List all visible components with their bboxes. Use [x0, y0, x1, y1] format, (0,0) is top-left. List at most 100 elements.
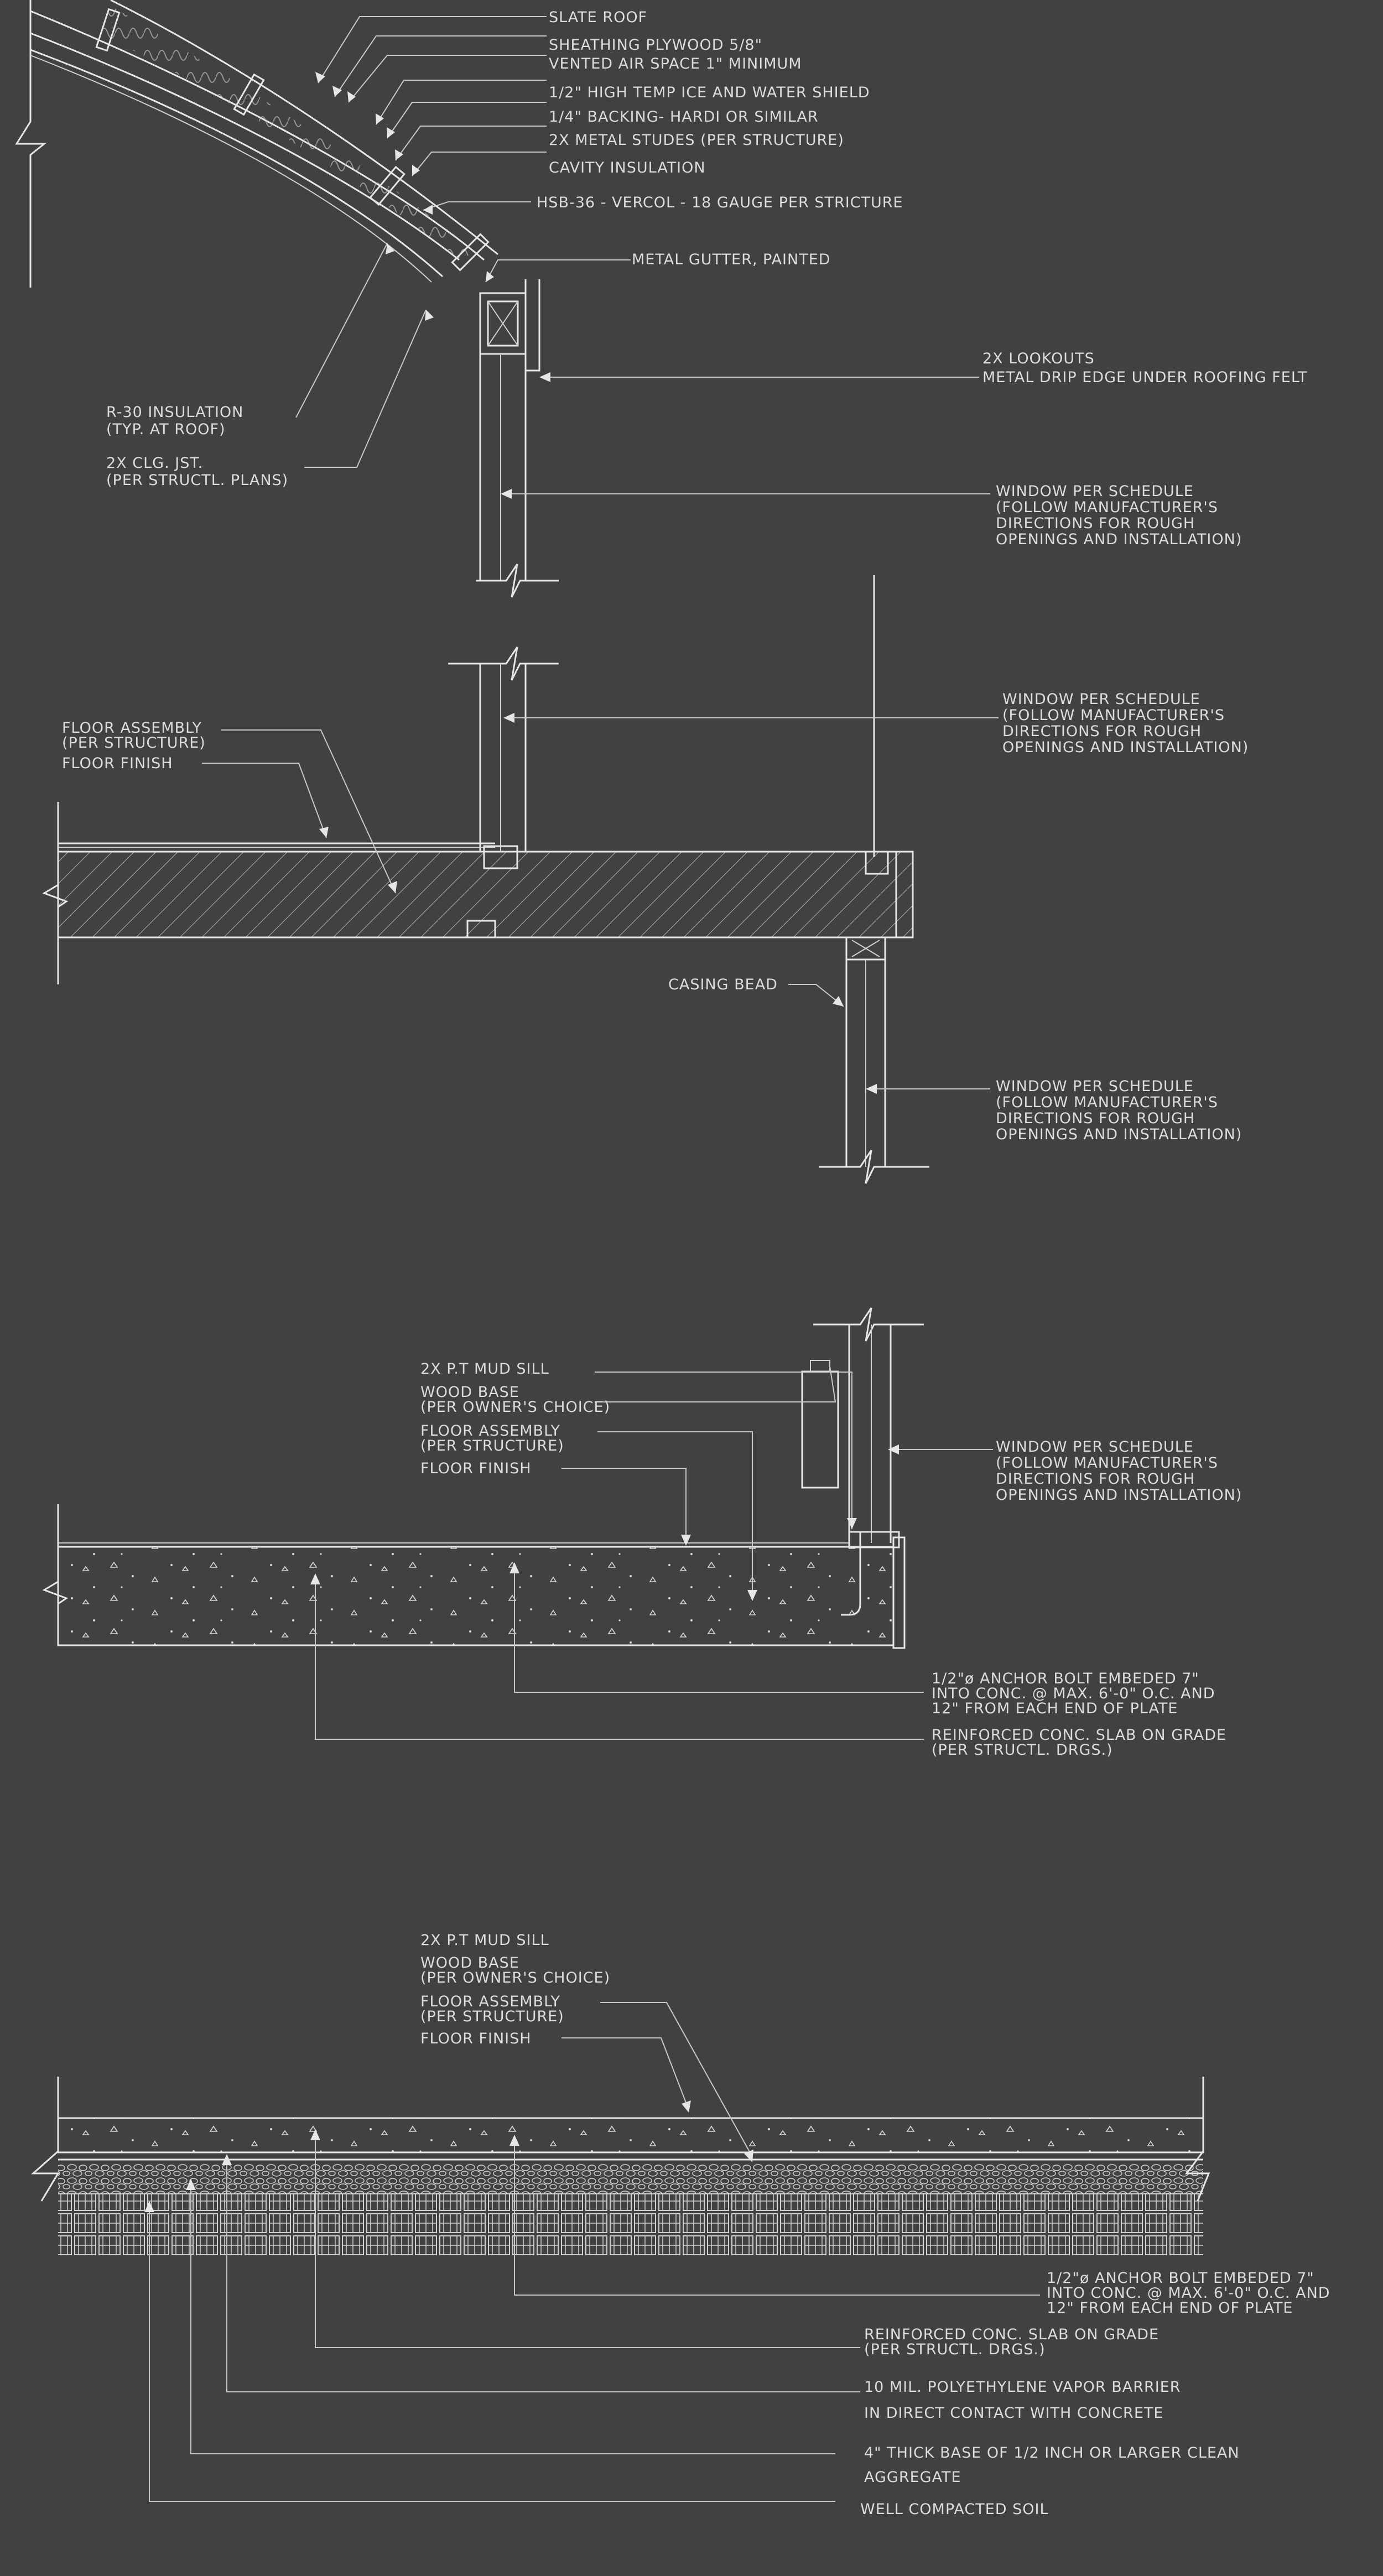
metal-stud-2 [233, 73, 265, 116]
roof-eave-detail [15, 0, 559, 598]
grade-slab-outline [57, 2117, 1204, 2153]
label-grade-anchor-2: INTO CONC. @ MAX. 6'-0" O.C. AND [1047, 2285, 1330, 2302]
label-anchor-2: INTO CONC. @ MAX. 6'-0" O.C. AND [932, 1685, 1215, 1702]
label-slab-wall-finish: FLOOR FINISH [420, 1460, 532, 1477]
left-wall-line [15, 0, 47, 288]
label-window-slab-1: WINDOW PER SCHEDULE [996, 1438, 1194, 1456]
metal-stud-1 [95, 8, 121, 52]
metal-stud-3 [369, 165, 405, 206]
label-grade-slab-2: (PER STRUCTL. DRGS.) [864, 2341, 1046, 2358]
label-base-2: AGGREGATE [864, 2469, 961, 2486]
label-clg-jst-line2: (PER STRUCTL. PLANS) [106, 472, 288, 489]
floor-blocking-bottom [466, 920, 496, 938]
grade-left-break [31, 2150, 60, 2202]
grade-compacted-soil [58, 2194, 1203, 2256]
leader-lines [144, 16, 1040, 2502]
grade-slab-concrete [58, 2118, 1203, 2152]
label-grade-anchor-1: 1/2"ø ANCHOR BOLT EMBEDED 7" [1047, 2270, 1314, 2287]
label-grade-finish: FLOOR FINISH [420, 2030, 532, 2047]
label-wood-base-2: (PER OWNER'S CHOICE) [420, 1399, 610, 1416]
label-window-slab-4: OPENINGS AND INSTALLATION) [996, 1487, 1242, 1504]
wood-base-trim [801, 1370, 839, 1489]
label-r30-line2: (TYP. AT ROOF) [106, 421, 226, 438]
label-clg-jst-line1: 2X CLG. JST. [106, 455, 203, 472]
grade-gravel-base [58, 2163, 1203, 2194]
label-vapor-1: 10 MIL. POLYETHYLENE VAPOR BARRIER [864, 2379, 1181, 2396]
label-cavity-insulation: CAVITY INSULATION [549, 159, 706, 176]
label-sheathing: SHEATHING PLYWOOD 5/8" [549, 36, 762, 54]
slab-edge-trim [892, 1536, 906, 1649]
anchor-bolt [841, 1532, 861, 1616]
label-vented-air: VENTED AIR SPACE 1" MINIMUM [549, 55, 802, 72]
label-window-roof-3: DIRECTIONS FOR ROUGH [996, 515, 1195, 532]
metal-gutter [524, 279, 540, 372]
slab-grade-detail [31, 2077, 1210, 2256]
lower-header-x2 [851, 940, 880, 957]
label-grade-wood-base-1: WOOD BASE [420, 1954, 519, 1972]
label-ice-water-shield: 1/2" HIGH TEMP ICE AND WATER SHIELD [549, 84, 870, 101]
slab-grade-labels: 2X P.T MUD SILL WOOD BASE (PER OWNER'S C… [420, 1932, 1330, 2518]
label-floor-finish: FLOOR FINISH [62, 755, 173, 772]
roof-curve-ceiling [30, 55, 432, 283]
label-anchor-3: 12" FROM EACH END OF PLATE [932, 1700, 1178, 1717]
label-grade-anchor-3: 12" FROM EACH END OF PLATE [1047, 2299, 1293, 2317]
eave-block-inner [487, 300, 519, 347]
lower-wall-break [819, 1150, 929, 1184]
label-window-floor-up-4: OPENINGS AND INSTALLATION) [1002, 739, 1249, 756]
label-gutter: METAL GUTTER, PAINTED [632, 251, 831, 268]
label-r30-line1: R-30 INSULATION [106, 404, 243, 421]
label-grade-assembly-1: FLOOR ASSEMBLY [420, 1993, 560, 2010]
floor-blocking-top [483, 845, 518, 869]
label-floor-assembly-1: FLOOR ASSEMBLY [62, 719, 202, 737]
grade-right-break [1185, 2151, 1210, 2202]
label-lookouts: 2X LOOKOUTS [982, 350, 1095, 367]
roof-insulation-band [100, 6, 476, 260]
label-window-roof-4: OPENINGS AND INSTALLATION) [996, 531, 1242, 548]
label-grade-mud-sill: 2X P.T MUD SILL [420, 1932, 549, 1949]
label-window-floor-up-2: (FOLLOW MANUFACTURER'S [1002, 707, 1225, 724]
rim-board [895, 851, 914, 938]
label-slab-2: (PER STRUCTL. DRGS.) [932, 1741, 1113, 1759]
label-window-floor-lo-1: WINDOW PER SCHEDULE [996, 1078, 1194, 1095]
slab-wall-labels: 2X P.T MUD SILL WOOD BASE (PER OWNER'S C… [420, 1360, 1242, 1759]
label-base-1: 4" THICK BASE OF 1/2 INCH OR LARGER CLEA… [864, 2444, 1240, 2462]
label-slate-roof: SLATE ROOF [549, 9, 647, 26]
label-metal-studs: 2X METAL STUDES (PER STRUCTURE) [549, 132, 844, 149]
label-grade-slab-1: REINFORCED CONC. SLAB ON GRADE [864, 2326, 1159, 2343]
floor-window-detail [42, 575, 929, 1184]
label-soil: WELL COMPACTED SOIL [860, 2501, 1049, 2518]
label-window-floor-lo-4: OPENINGS AND INSTALLATION) [996, 1126, 1242, 1143]
label-window-roof-2: (FOLLOW MANUFACTURER'S [996, 499, 1218, 516]
label-hsb: HSB-36 - VERCOL - 18 GAUGE PER STRICTURE [537, 194, 903, 211]
label-wood-base-1: WOOD BASE [420, 1384, 519, 1401]
upper-wall-break [476, 564, 559, 598]
slab-wall-break-top [813, 1307, 924, 1342]
label-slab-wall-assembly-1: FLOOR ASSEMBLY [420, 1422, 560, 1440]
label-grade-wood-base-2: (PER OWNER'S CHOICE) [420, 1969, 610, 1986]
floor-assembly-hatch [58, 852, 913, 937]
slab-wall-detail [42, 1307, 924, 1649]
label-drip-edge: METAL DRIP EDGE UNDER ROOFING FELT [982, 369, 1308, 386]
window-sill-frame [865, 851, 889, 875]
roof-slate-edge [110, 0, 498, 255]
label-window-floor-lo-2: (FOLLOW MANUFACTURER'S [996, 1094, 1218, 1111]
label-grade-assembly-2: (PER STRUCTURE) [420, 2008, 564, 2025]
floor-left-wall [42, 802, 69, 984]
mud-sill [848, 1531, 900, 1548]
eave-block-x2 [487, 301, 518, 346]
label-anchor-1: 1/2"ø ANCHOR BOLT EMBEDED 7" [932, 1670, 1199, 1687]
metal-stud-4 [451, 233, 490, 272]
label-window-floor-up-3: DIRECTIONS FOR ROUGH [1002, 723, 1202, 740]
label-slab-1: REINFORCED CONC. SLAB ON GRADE [932, 1727, 1226, 1744]
floor-labels: FLOOR ASSEMBLY (PER STRUCTURE) FLOOR FIN… [62, 691, 1249, 1143]
label-vapor-2: IN DIRECT CONTACT WITH CONCRETE [864, 2405, 1163, 2422]
roof-curve-sheathing [30, 32, 460, 261]
label-backing: 1/4" BACKING- HARDI OR SIMILAR [549, 108, 819, 126]
label-casing-bead: CASING BEAD [668, 976, 778, 993]
slab-left-wall [42, 1504, 69, 1645]
label-slab-wall-assembly-2: (PER STRUCTURE) [420, 1437, 564, 1454]
wood-base-profile [810, 1360, 830, 1372]
roof-curve-inner [30, 49, 443, 278]
label-window-floor-up-1: WINDOW PER SCHEDULE [1002, 691, 1200, 708]
